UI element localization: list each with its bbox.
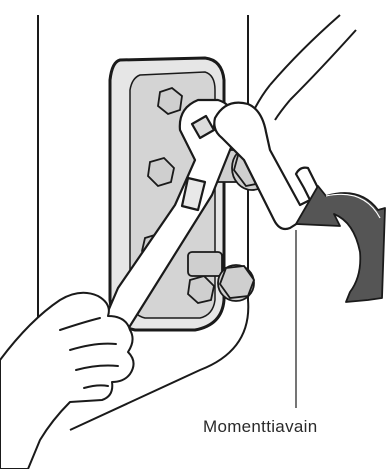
callout-label: Momenttiavain: [203, 417, 317, 436]
cable: [255, 15, 356, 120]
hand-icon: [0, 293, 134, 469]
rotation-arrow-icon: [296, 186, 385, 302]
